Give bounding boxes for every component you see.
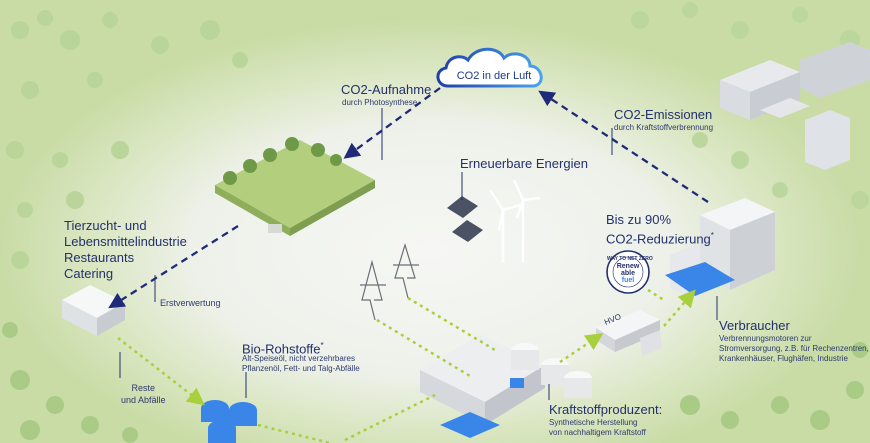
co2-emissionen-sub: durch Kraftstoffverbrennung bbox=[614, 123, 713, 133]
badge-line-3: fuel bbox=[609, 277, 647, 284]
food-industry-building bbox=[62, 285, 125, 336]
kraftstoff-title: Kraftstoffproduzent: bbox=[549, 402, 662, 418]
verbraucher-sub-2: Stromversorgung, z.B. für Rechenzentren, bbox=[719, 344, 869, 354]
industrie-line-3: Restaurants bbox=[64, 250, 187, 266]
co2-aufnahme-title: CO2-Aufnahme bbox=[341, 82, 431, 98]
bio-sub-1: Alt-Speiseöl, nicht verzehrbares bbox=[242, 354, 355, 364]
co2-aufnahme-sub: durch Photosynthese bbox=[342, 98, 417, 108]
reduzierung-line2: CO2-Reduzierung* bbox=[606, 228, 714, 247]
bio-tanks bbox=[201, 400, 257, 443]
badge-ring-text: WAY TO NET ZERO bbox=[607, 256, 649, 262]
verbraucher-sub-3: Krankenhäuser, Flughäfen, Industrie bbox=[719, 354, 848, 364]
industrie-line-4: Catering bbox=[64, 266, 187, 282]
co2-emissionen-title: CO2-Emissionen bbox=[614, 107, 712, 123]
industrie-line-2: Lebensmittelindustrie bbox=[64, 234, 187, 250]
solar-panels bbox=[447, 196, 483, 242]
cloud-label: CO2 in der Luft bbox=[444, 70, 544, 82]
reste-label: Reste und Abfälle bbox=[121, 382, 166, 406]
reste-line-1: Reste bbox=[121, 382, 166, 394]
bio-sub-2: Pflanzenöl, Fett- und Talg-Abfälle bbox=[242, 364, 360, 374]
verbraucher-sub-1: Verbrennungsmotoren zur bbox=[719, 334, 812, 344]
trees-bottom-left bbox=[2, 322, 138, 443]
badge-line-1: Renew bbox=[609, 263, 647, 270]
badge-text: Renew able fuel bbox=[609, 263, 647, 284]
erstverwertung-label: Erstverwertung bbox=[160, 298, 221, 308]
city-buildings bbox=[720, 42, 870, 170]
reduzierung-line1: Bis zu 90% bbox=[606, 212, 671, 228]
verbraucher-title: Verbraucher bbox=[719, 318, 790, 334]
wind-turbines bbox=[490, 180, 540, 262]
power-plant bbox=[665, 198, 775, 300]
industrie-labels: Tierzucht- und Lebensmittelindustrie Res… bbox=[64, 218, 187, 282]
kraftstoff-sub-2: von nachhaltigem Kraftstoff bbox=[549, 428, 646, 438]
power-pylons bbox=[360, 245, 419, 320]
badge-line-2: able bbox=[609, 270, 647, 277]
kraftstoff-sub-1: Synthetische Herstellung bbox=[549, 418, 638, 428]
reste-line-2: und Abfälle bbox=[121, 394, 166, 406]
industrie-line-1: Tierzucht- und bbox=[64, 218, 187, 234]
erneuerbare-title: Erneuerbare Energien bbox=[460, 156, 588, 172]
